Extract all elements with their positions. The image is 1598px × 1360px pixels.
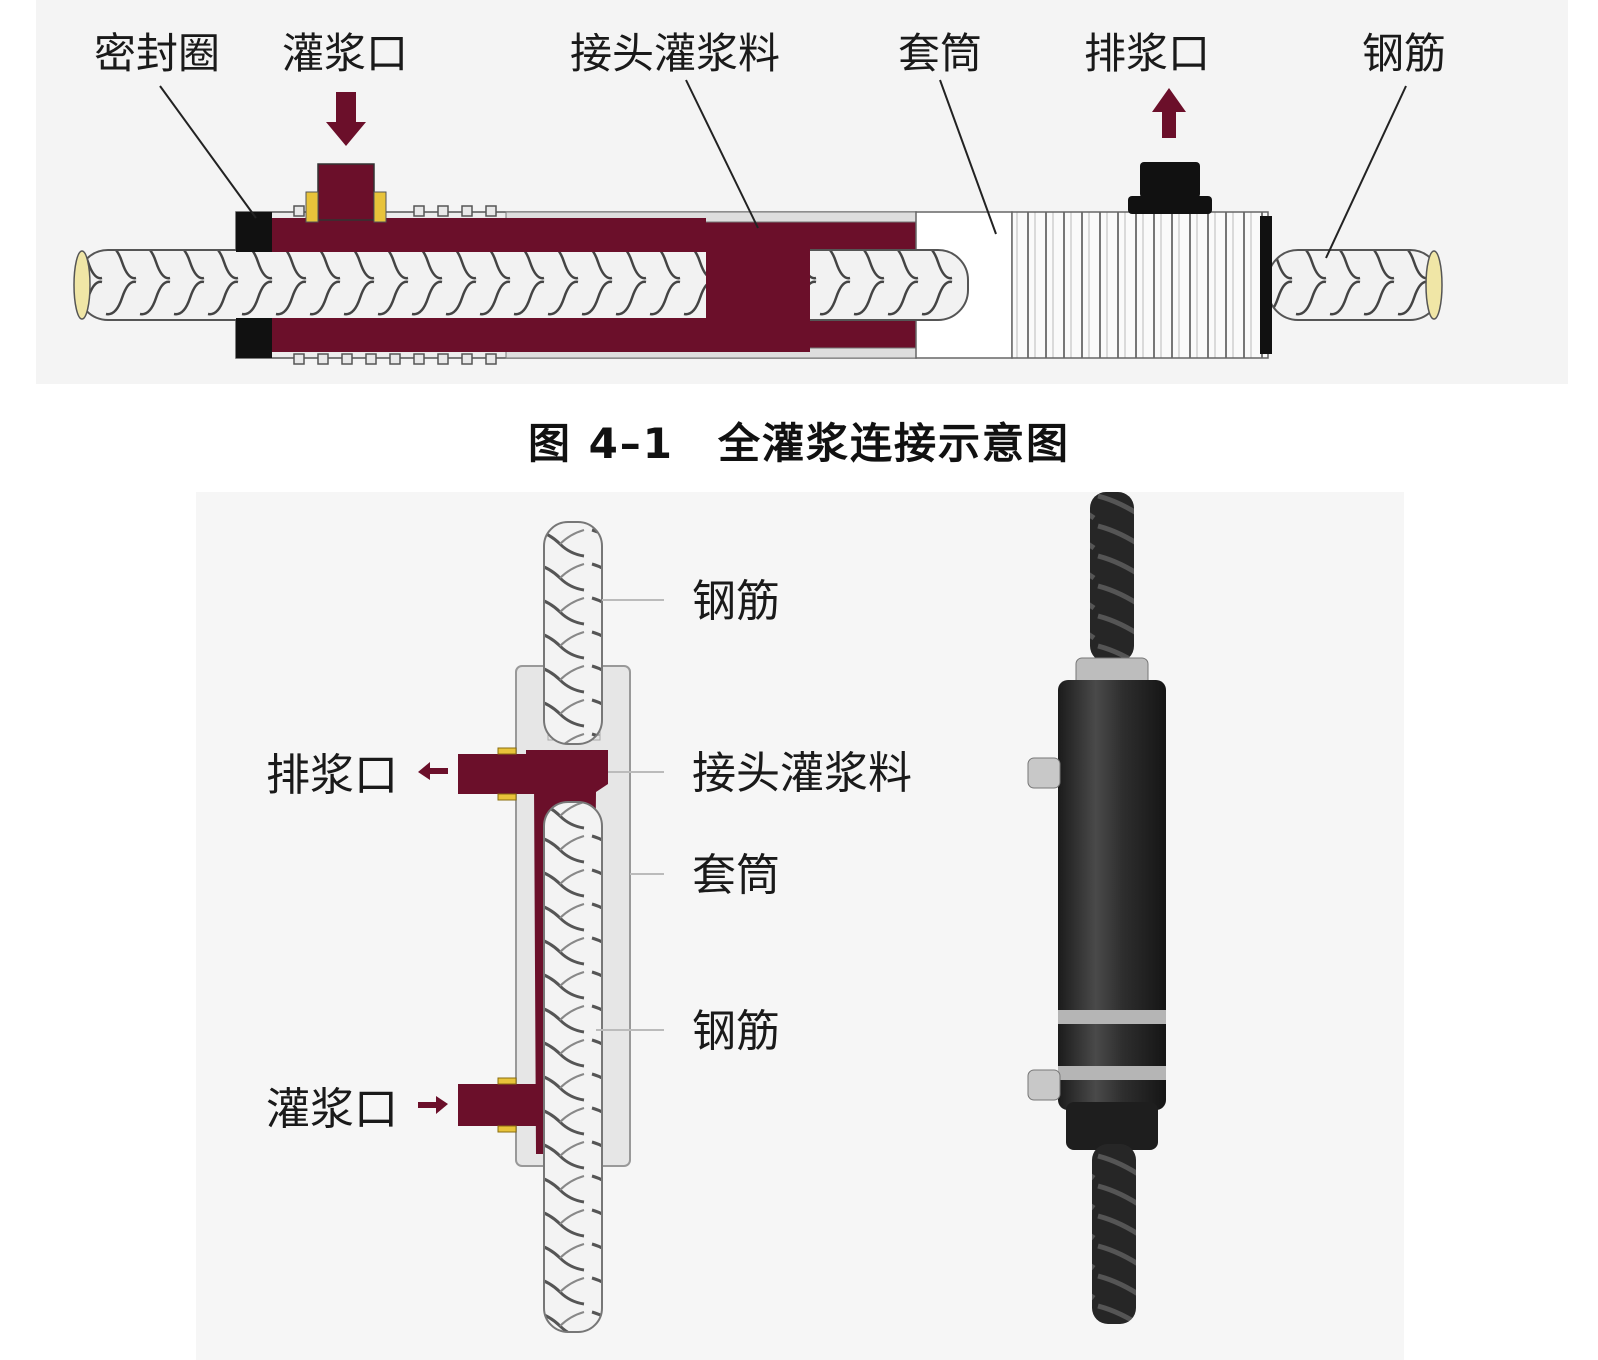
photo-inlet-nozzle	[1027, 1069, 1061, 1101]
seal-ring-top-left	[236, 212, 272, 252]
seal-ring-right	[1260, 216, 1272, 354]
leader-lines	[159, 79, 1407, 259]
rebar-left	[77, 249, 969, 321]
grout-center-plug	[706, 226, 810, 352]
label-seal-ring: 密封圈	[94, 29, 220, 78]
vertical-sleeve-diagram: 钢筋 接头灌浆料 套筒 钢筋 排浆口 灌浆口	[266, 492, 1166, 1333]
grout-inlet-port	[305, 92, 387, 223]
photo-outlet-nozzle	[1027, 757, 1061, 789]
label-rebar: 钢筋	[1362, 29, 1446, 78]
brass-rings	[497, 747, 517, 1133]
label-grout-outlet: 排浆口	[1084, 29, 1210, 78]
label-grout-inlet: 灌浆口	[282, 29, 408, 78]
leader-lines	[596, 599, 664, 1031]
label-joint-grout: 接头灌浆料	[692, 748, 912, 799]
rebar-lower	[543, 801, 603, 1333]
label-rebar-lower: 钢筋	[692, 1006, 780, 1057]
rebar-end-right	[1425, 250, 1443, 320]
label-grout-inlet: 灌浆口	[266, 1084, 398, 1135]
sleeve-photo	[1027, 492, 1166, 1324]
rebar-end-left	[73, 250, 91, 320]
full-grout-diagram-horizontal: 密封圈 灌浆口 接头灌浆料 套筒 排浆口 钢筋	[36, 0, 1568, 384]
label-sleeve: 套筒	[692, 850, 780, 901]
seal-ring-bottom-left	[236, 318, 272, 358]
figure-caption: 图 4–1 全灌浆连接示意图	[527, 419, 1071, 468]
sleeve-corrugated-section	[1011, 211, 1269, 359]
horizontal-sleeve-diagram: 密封圈 灌浆口 接头灌浆料 套筒 排浆口 钢筋	[73, 29, 1446, 365]
grout-outlet-port	[1128, 88, 1212, 214]
photo-sleeve-body	[1058, 680, 1166, 1110]
label-joint-grout: 接头灌浆料	[570, 29, 780, 78]
rebar-right	[1267, 249, 1441, 321]
rebar-upper	[543, 521, 603, 745]
label-sleeve: 套筒	[898, 29, 982, 78]
outlet-arrow-icon	[418, 762, 448, 780]
label-rebar-upper: 钢筋	[692, 576, 780, 627]
outlet-arrow-icon	[1152, 88, 1186, 138]
label-grout-outlet: 排浆口	[266, 750, 398, 801]
inlet-arrow-icon	[326, 92, 366, 146]
inlet-arrow-icon	[418, 1096, 448, 1114]
photo-rebar-upper	[1090, 492, 1134, 662]
grout-sleeve-vertical-figure: 钢筋 接头灌浆料 套筒 钢筋 排浆口 灌浆口	[196, 492, 1404, 1360]
photo-rebar-lower	[1092, 1144, 1136, 1324]
